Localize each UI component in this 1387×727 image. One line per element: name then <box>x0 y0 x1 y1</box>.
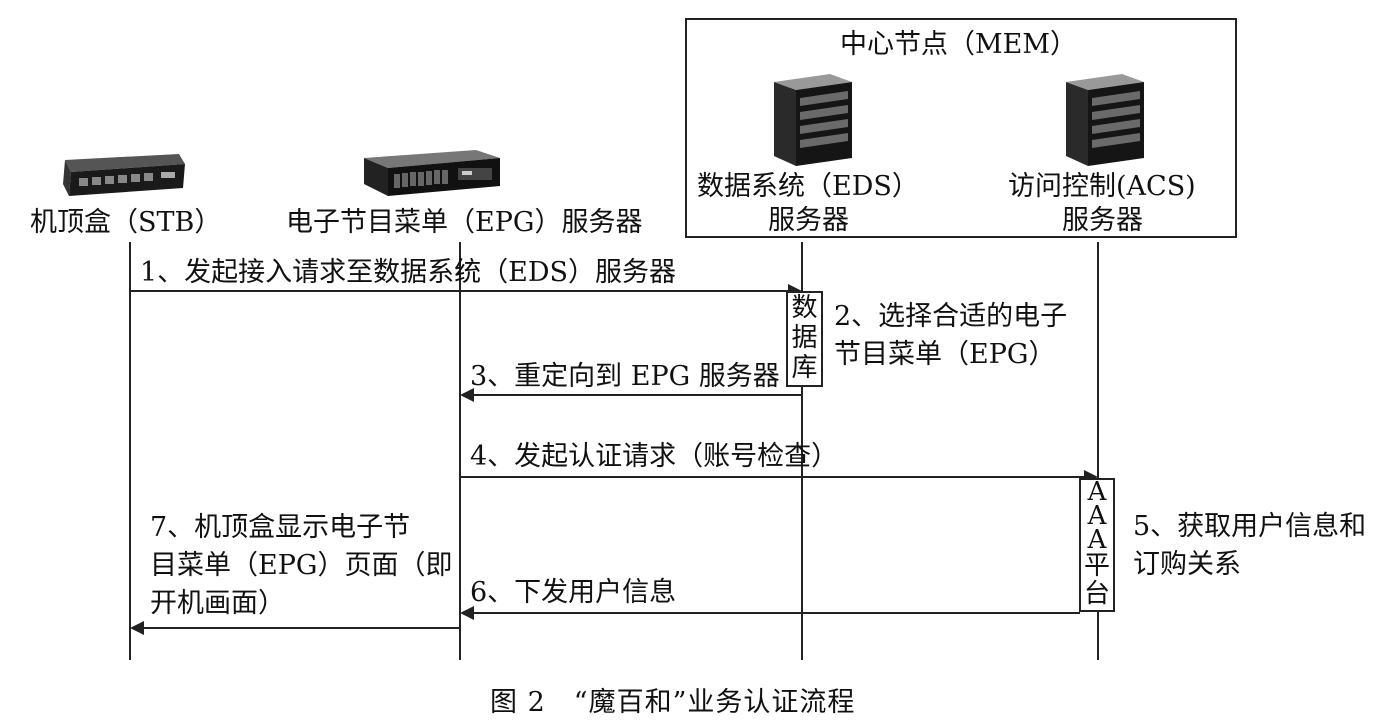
database-char: 数 <box>791 293 818 323</box>
mem-title: 中心节点（MEM） <box>840 29 1078 60</box>
step-7-label-2: 目菜单（EPG）页面（即 <box>150 550 453 581</box>
step-6-arrowhead <box>460 606 474 620</box>
acs-label-2: 服务器 <box>1062 205 1143 236</box>
epg-lifeline <box>459 242 461 660</box>
rack-server-icon <box>364 150 500 196</box>
aaa-char: A <box>1087 501 1107 531</box>
aaa-char: A <box>1087 525 1107 555</box>
step-5-label-2: 订购关系 <box>1133 549 1241 580</box>
step-7-label-3: 开机画面） <box>150 588 285 619</box>
step-1-label: 1、发起接入请求至数据系统（EDS）服务器 <box>140 257 677 288</box>
aaa-char: A <box>1087 477 1107 507</box>
stb-label: 机顶盒（STB） <box>30 207 222 238</box>
step-2-label-2: 节目菜单（EPG） <box>834 339 1056 370</box>
step-6-label: 6、下发用户信息 <box>470 577 677 608</box>
stb-lifeline <box>129 242 131 660</box>
acs-label: 访问控制(ACS) <box>1008 171 1196 202</box>
step-7-arrowhead <box>130 621 144 635</box>
step-7-arrow <box>144 627 460 629</box>
eds-label: 数据系统（EDS） <box>697 171 919 202</box>
aaa-platform-box: A A A 平 台 <box>1079 478 1115 612</box>
aaa-char: 台 <box>1083 579 1110 609</box>
step-3-label: 3、重定向到 EPG 服务器 <box>470 361 780 392</box>
eds-lifeline <box>801 242 803 660</box>
database-box: 数 据 库 <box>786 291 823 387</box>
step-5-label: 5、获取用户信息和 <box>1133 511 1367 542</box>
step-4-label: 4、发起认证请求（账号检查） <box>470 441 839 472</box>
step-7-label: 7、机顶盒显示电子节 <box>150 512 411 543</box>
database-char: 据 <box>791 323 818 353</box>
set-top-box-icon <box>63 154 185 196</box>
step-3-arrowhead <box>460 388 474 402</box>
step-3-arrow <box>474 394 802 396</box>
step-6-arrow <box>474 612 1080 614</box>
database-char: 库 <box>791 353 818 383</box>
figure-caption: 图 2 “魔百和”业务认证流程 <box>490 687 856 718</box>
step-1-arrow <box>130 290 788 292</box>
acs-lifeline <box>1097 242 1099 660</box>
epg-label: 电子节目菜单（EPG）服务器 <box>286 207 643 238</box>
tower-server-icon <box>1066 74 1144 166</box>
step-2-label: 2、选择合适的电子 <box>834 301 1068 332</box>
tower-server-icon <box>774 74 852 166</box>
step-4-arrow <box>460 476 1084 478</box>
aaa-char: 平 <box>1083 551 1110 581</box>
eds-label-2: 服务器 <box>768 205 849 236</box>
